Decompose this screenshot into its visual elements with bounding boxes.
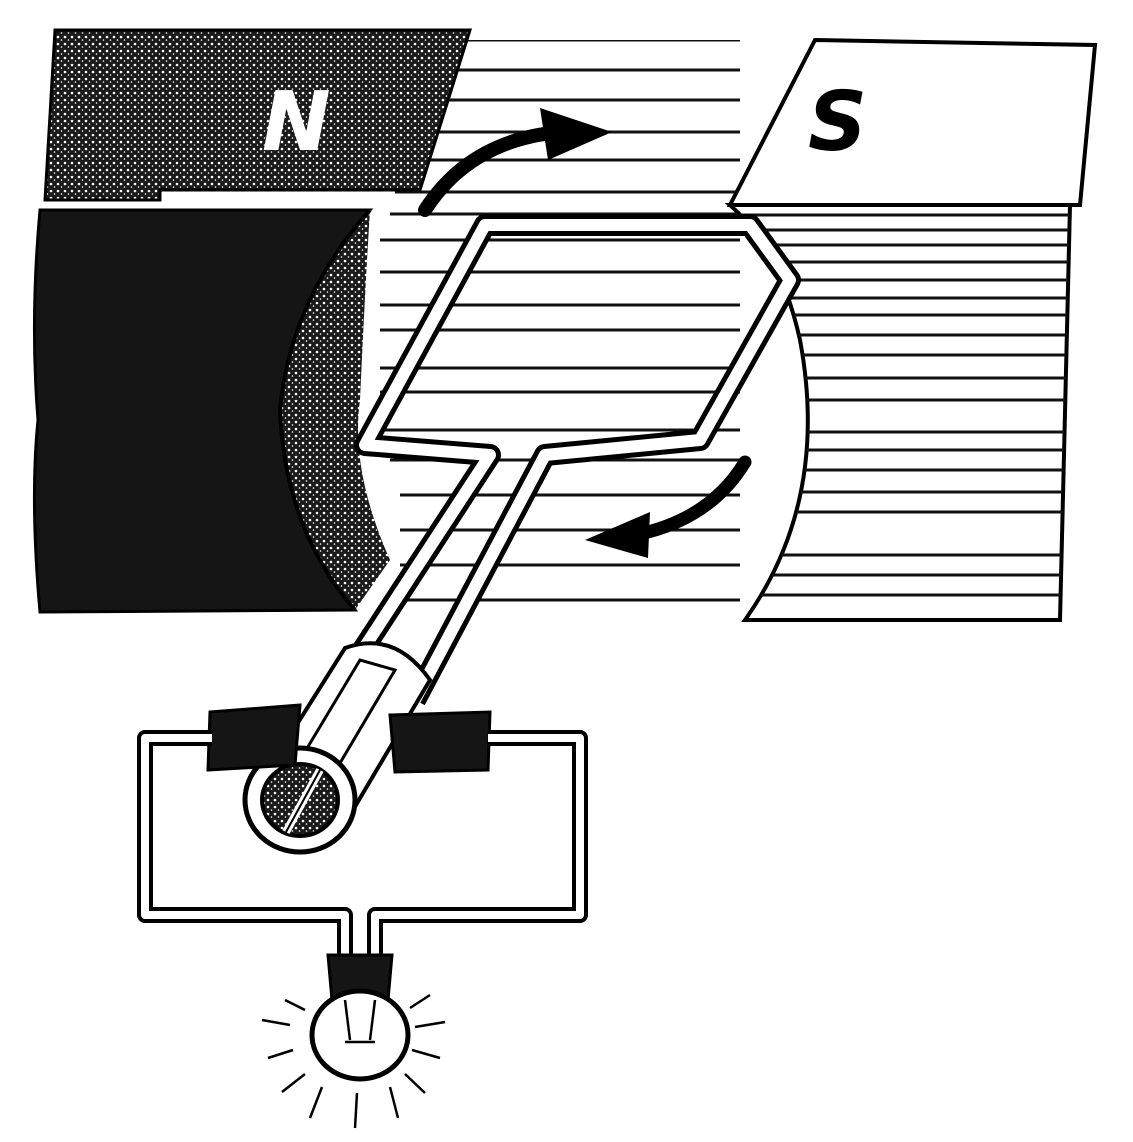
- north-pole-magnet: N: [32, 28, 473, 614]
- south-pole-magnet: S: [724, 37, 1098, 622]
- rotation-arrow-top: [418, 108, 612, 217]
- armature-coil: [320, 214, 801, 707]
- light-bulb: [309, 953, 411, 1082]
- light-rays: [261, 993, 446, 1129]
- brushes: [206, 703, 492, 774]
- circuit-wire: [137, 730, 588, 975]
- north-pole-label: N: [262, 75, 331, 170]
- south-pole-label: S: [808, 75, 867, 170]
- commutator: [242, 641, 433, 855]
- rotation-arrow-bottom: [585, 455, 752, 558]
